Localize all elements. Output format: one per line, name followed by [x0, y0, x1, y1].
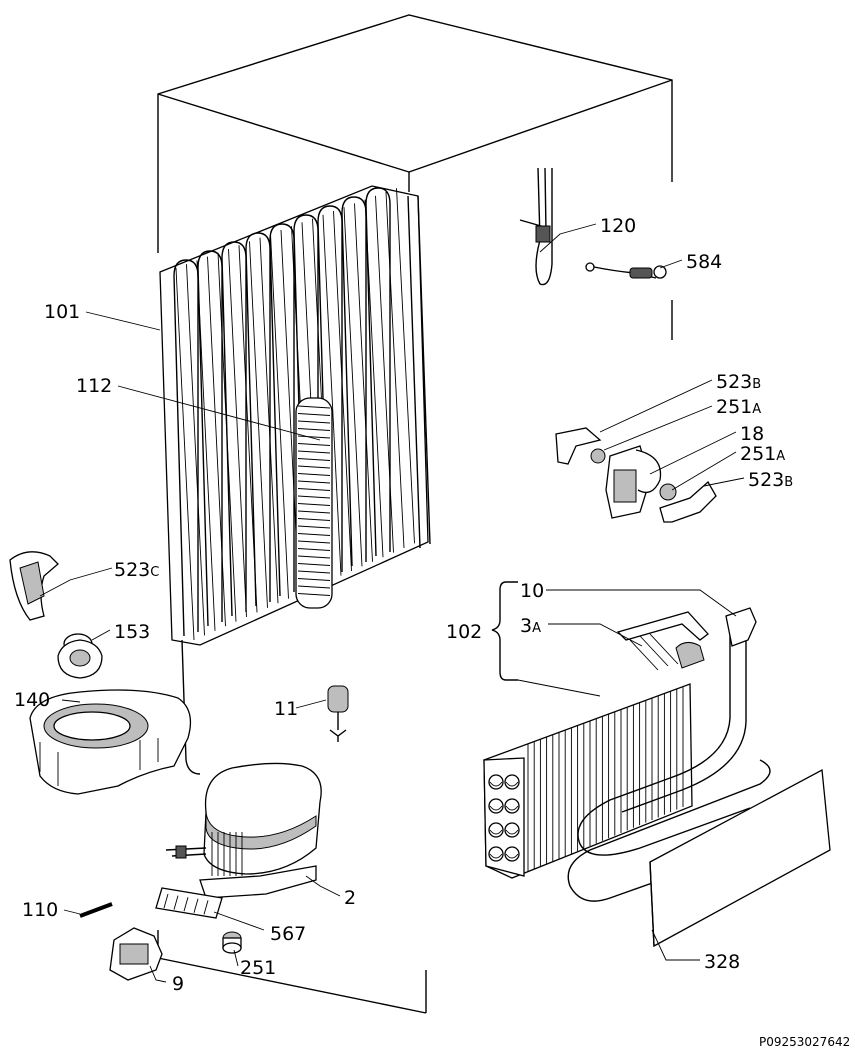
reference-code: P09253027642	[759, 1035, 850, 1049]
thermostat-holder-part	[616, 611, 709, 671]
label-11: 11	[274, 698, 298, 720]
label-102: 102	[446, 621, 482, 643]
label-9: 9	[172, 973, 184, 995]
label-18: 18	[740, 423, 764, 445]
evaporator-part	[483, 607, 771, 902]
thermostat-capillary-part	[519, 167, 553, 286]
relay-part	[327, 685, 349, 742]
sensor-part	[585, 262, 667, 279]
fridge-cabinet-outline	[157, 14, 673, 1014]
label-2: 2	[344, 887, 356, 909]
grommet-part	[57, 633, 103, 679]
thermostat-assembly	[555, 427, 717, 523]
label-523c: 523C	[114, 559, 159, 581]
label-112: 112	[76, 375, 112, 397]
label-251a-bot: 251A	[740, 443, 785, 465]
label-10: 10	[520, 580, 544, 602]
label-140: 140	[14, 689, 50, 711]
condenser-grid	[159, 185, 431, 775]
drier-filter-part	[295, 397, 333, 609]
label-153: 153	[114, 621, 150, 643]
label-523b-bot: 523B	[748, 469, 793, 491]
compressor-part	[165, 762, 322, 899]
part-labels: 120 584 101 112 523B 251A 18 251A 523B 5…	[14, 215, 850, 1049]
group-bracket-102	[491, 581, 518, 681]
starter-part	[109, 927, 163, 981]
cable-clip-part	[9, 551, 59, 621]
label-120: 120	[600, 215, 636, 237]
label-567: 567	[270, 923, 306, 945]
damper-strip-part	[155, 887, 223, 919]
label-328: 328	[704, 951, 740, 973]
leader-lines	[39, 223, 745, 983]
drip-tray-part	[29, 689, 192, 795]
label-523b-top: 523B	[716, 371, 761, 393]
pin-part	[79, 902, 113, 918]
label-251a-top: 251A	[716, 396, 761, 418]
label-584: 584	[686, 251, 722, 273]
label-251: 251	[240, 957, 276, 979]
label-110: 110	[22, 899, 58, 921]
label-101: 101	[44, 301, 80, 323]
label-3a: 3A	[520, 615, 541, 637]
compressor-grommet-part	[222, 931, 242, 954]
